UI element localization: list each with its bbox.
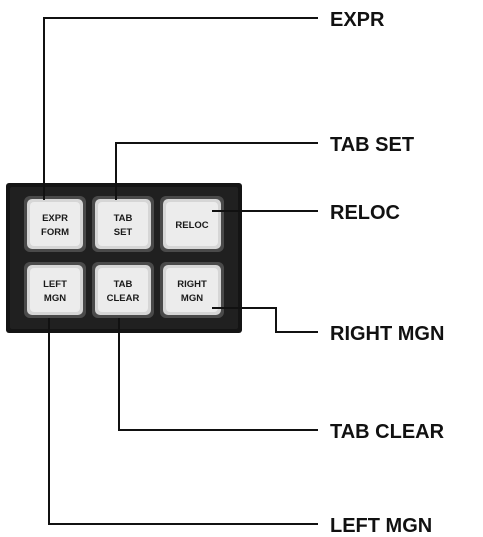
callout-tab-clear: TAB CLEAR <box>330 421 445 443</box>
leader-line-tab-clear <box>118 318 318 431</box>
key-tab-set[interactable]: TAB SET <box>92 196 154 252</box>
key-expr[interactable]: EXPR FORM <box>24 196 86 252</box>
leader-line-tab-set <box>115 142 318 200</box>
leader-line-right-mgn <box>212 307 318 333</box>
key-expr-label-line1: EXPR <box>42 213 68 224</box>
key-tab-set-label-line2: SET <box>114 227 133 238</box>
key-right-mgn-label-line2: MGN <box>181 293 203 304</box>
leader-line-left-mgn <box>48 318 318 525</box>
key-reloc-label: RELOC <box>175 220 208 231</box>
key-right-mgn-label-line1: RIGHT <box>177 279 207 290</box>
key-right-mgn[interactable]: RIGHT MGN <box>160 262 224 318</box>
key-left-mgn-label-line1: LEFT <box>43 279 67 290</box>
key-reloc[interactable]: RELOC <box>160 196 224 252</box>
callout-reloc: RELOC <box>330 202 400 224</box>
leader-line-expr <box>43 17 318 200</box>
callout-expr: EXPR <box>330 9 385 31</box>
callout-left-mgn: LEFT MGN <box>330 515 432 537</box>
key-left-mgn[interactable]: LEFT MGN <box>24 262 86 318</box>
key-left-mgn-label-line2: MGN <box>44 293 66 304</box>
callout-right-mgn: RIGHT MGN <box>330 323 444 345</box>
key-expr-label-line2: FORM <box>41 227 69 238</box>
key-tab-clear-label-line2: CLEAR <box>107 293 140 304</box>
key-tab-set-label-line1: TAB <box>114 213 133 224</box>
callout-tab-set: TAB SET <box>330 134 414 156</box>
key-tab-clear-label-line1: TAB <box>114 279 133 290</box>
key-tab-clear[interactable]: TAB CLEAR <box>92 262 154 318</box>
